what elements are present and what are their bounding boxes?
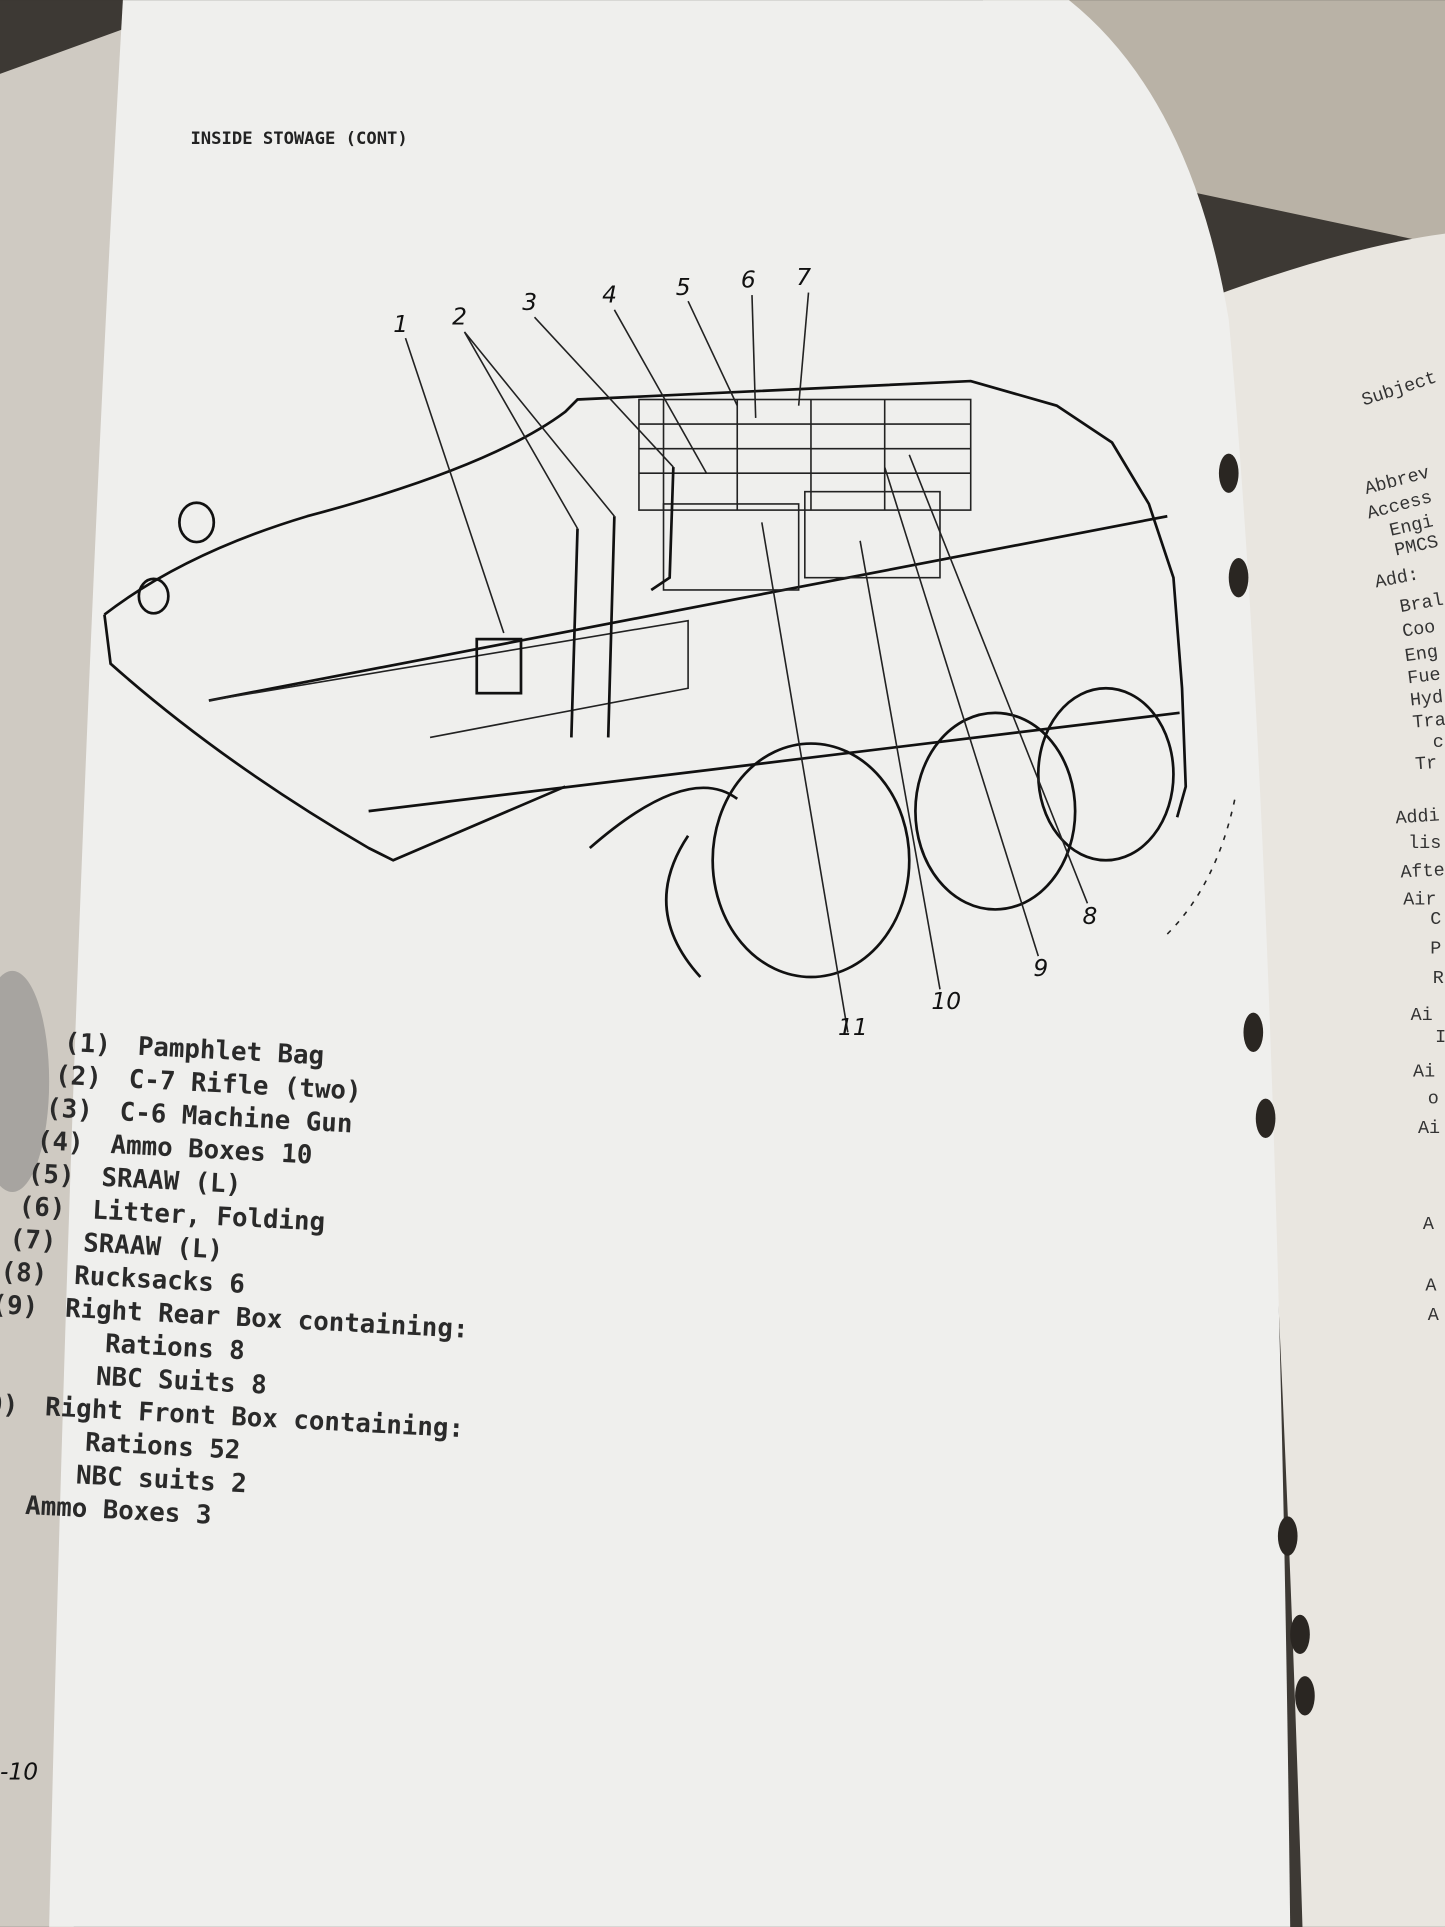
text-line: 10) <box>0 1388 19 1420</box>
text-line: (9) <box>0 1290 39 1322</box>
text-line: A <box>1425 1275 1437 1296</box>
callout-5: 5 <box>676 273 691 301</box>
text-line: SRAAW (L) <box>101 1163 242 1200</box>
right-front-box <box>662 503 800 591</box>
text-line: I <box>1435 1027 1445 1048</box>
callout-numbers: 1 2 3 4 5 6 7 8 9 10 11 <box>393 263 1097 1041</box>
callout-7: 7 <box>796 263 811 291</box>
text-line: A <box>1428 1305 1440 1326</box>
text-line: Addi <box>1395 805 1441 829</box>
legend-subitem: Rations 8 <box>104 1329 245 1366</box>
text-line: Tra <box>1412 710 1445 734</box>
callout-1: 1 <box>393 310 408 338</box>
text-line: (7) <box>9 1224 57 1256</box>
text-line: Fue <box>1406 664 1441 689</box>
wheel <box>914 711 1077 911</box>
callout-2: 2 <box>452 303 467 331</box>
text-line: Ai <box>1411 1005 1433 1026</box>
text-line: Eng <box>1404 642 1440 667</box>
text-line: P <box>1430 939 1441 960</box>
text-line: R <box>1433 968 1444 989</box>
machine-gun <box>650 467 675 592</box>
page-number: -10 <box>0 1757 38 1785</box>
pamphlet-bag <box>475 637 523 695</box>
text-line: Hyd <box>1409 687 1444 711</box>
text-line: Ai <box>1413 1062 1435 1083</box>
rifles <box>570 516 616 738</box>
text-line: Ai <box>1418 1118 1440 1139</box>
wheel <box>1036 686 1175 862</box>
text-line: (5) <box>27 1159 75 1191</box>
right-page <box>1216 233 1445 1927</box>
legend-item: (5) SRAAW (L) <box>27 1159 242 1200</box>
text-line: (2) <box>54 1061 102 1093</box>
callout-6: 6 <box>741 266 756 294</box>
callout-11: 11 <box>838 1013 868 1041</box>
callout-9: 9 <box>1033 954 1048 982</box>
text-line: (8) <box>0 1257 48 1289</box>
text-line: Tr <box>1414 753 1438 775</box>
binding-rings <box>1218 453 1315 1716</box>
left-page <box>49 0 1291 1927</box>
callout-4: 4 <box>602 280 617 308</box>
text-line: (6) <box>18 1192 66 1224</box>
shadow <box>0 970 50 1193</box>
text-line: (4) <box>36 1126 84 1158</box>
legend-item: (7) SRAAW (L) <box>9 1224 224 1265</box>
right-rear-box <box>804 490 941 579</box>
text-line: A <box>1423 1214 1435 1235</box>
text-line: (1) <box>64 1028 112 1060</box>
callout-8: 8 <box>1083 902 1098 930</box>
callout-3: 3 <box>522 288 537 316</box>
text-line: c <box>1433 732 1444 753</box>
text-line: o <box>1428 1089 1439 1110</box>
callout-10: 10 <box>931 987 961 1015</box>
text-line: lis <box>1408 833 1441 854</box>
text-line: SRAAW (L) <box>83 1228 224 1265</box>
section-header: INSIDE STOWAGE (CONT) <box>190 129 407 149</box>
text-line: Air <box>1403 890 1436 911</box>
text-line: Coo <box>1401 617 1437 643</box>
vehicle-diagram <box>103 292 1236 1033</box>
right-page-index: Abbrev Access Engi PMCS Add: Bral Coo En… <box>1362 462 1445 1325</box>
text-line: (3) <box>45 1093 93 1125</box>
wheel <box>711 742 911 979</box>
text-line: C <box>1430 909 1441 930</box>
text-line: Afte <box>1400 860 1445 883</box>
